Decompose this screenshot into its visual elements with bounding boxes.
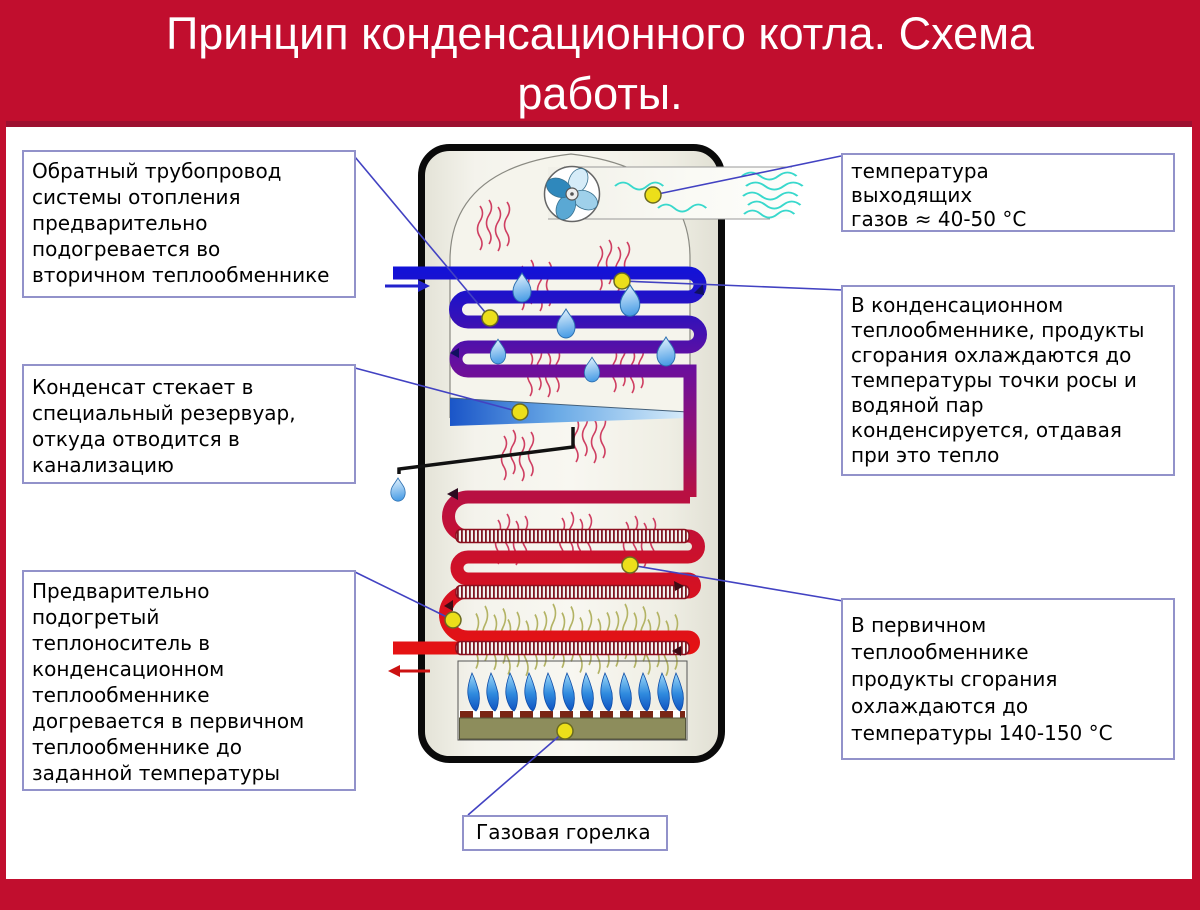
frame-left-border xyxy=(0,0,6,910)
water-droplet-icon xyxy=(390,477,406,502)
callout-gas-burner: Газовая горелка xyxy=(462,815,668,851)
inlet-flow-arrow xyxy=(385,280,430,292)
callout-return-pipe: Обратный трубопровод системы отопления п… xyxy=(22,150,356,298)
callout-condensate: Конденсат стекает в специальный резервуа… xyxy=(22,364,356,484)
frame-bottom-bar xyxy=(0,879,1200,910)
callout-preheated-coolant: Предварительно подогретый теплоноситель … xyxy=(22,570,356,791)
frame-right-border xyxy=(1192,0,1200,910)
condensate-tray xyxy=(449,397,689,426)
finned-tube-sections xyxy=(455,528,690,656)
callout-primary-heat-exchanger: В первичном теплообменнике продукты сгор… xyxy=(841,598,1175,760)
connector-dots xyxy=(444,186,662,740)
title-band xyxy=(0,0,1200,121)
callout-exhaust-temperature: температура выходящих газов ≈ 40-50 °C xyxy=(841,153,1175,232)
coil-flow-arrows xyxy=(444,284,704,656)
callout-condensing-heat-exchanger: В конденсационном теплообменнике, продук… xyxy=(841,285,1175,476)
exhaust-fan-icon xyxy=(543,165,601,223)
condensate-drain-pipe xyxy=(397,427,575,474)
page-title: Принцип конденсационного котла. Схема ра… xyxy=(165,8,1035,119)
leader-lines xyxy=(354,155,844,816)
outlet-flow-arrow xyxy=(388,665,430,677)
title-band-edge xyxy=(0,121,1200,127)
